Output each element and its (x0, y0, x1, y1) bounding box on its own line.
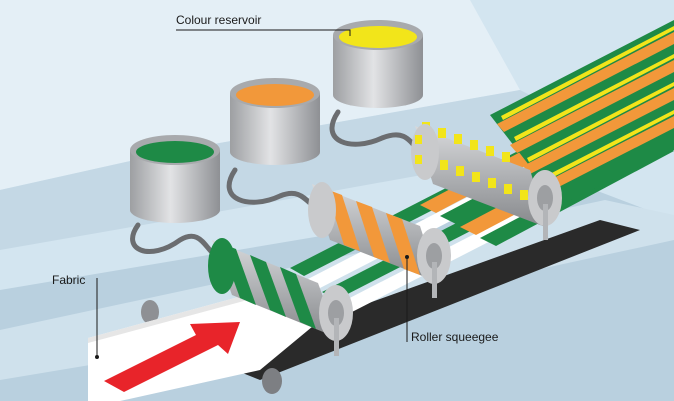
label-fabric: Fabric (52, 273, 86, 287)
label-colour-reservoir: Colour reservoir (176, 13, 262, 27)
reservoir-yellow (333, 20, 423, 108)
conveyor-belt (210, 220, 640, 380)
direction-arrow (104, 322, 240, 392)
label-roller-squeegee: Roller squeegee (411, 330, 499, 344)
leader-roller-dot (405, 255, 409, 259)
leader-lines (95, 29, 409, 359)
leader-fabric-dot (95, 355, 99, 359)
roller-green (208, 238, 353, 356)
roller-yellow (411, 122, 562, 240)
reservoir-orange (230, 78, 320, 165)
reservoir-green (130, 135, 220, 223)
printed-fabric-output (490, 20, 674, 205)
leader-reservoir (176, 29, 351, 36)
reservoir-tubes (130, 109, 421, 258)
conveyor-roller-front (262, 368, 282, 394)
conveyor-roller-left (141, 300, 159, 324)
